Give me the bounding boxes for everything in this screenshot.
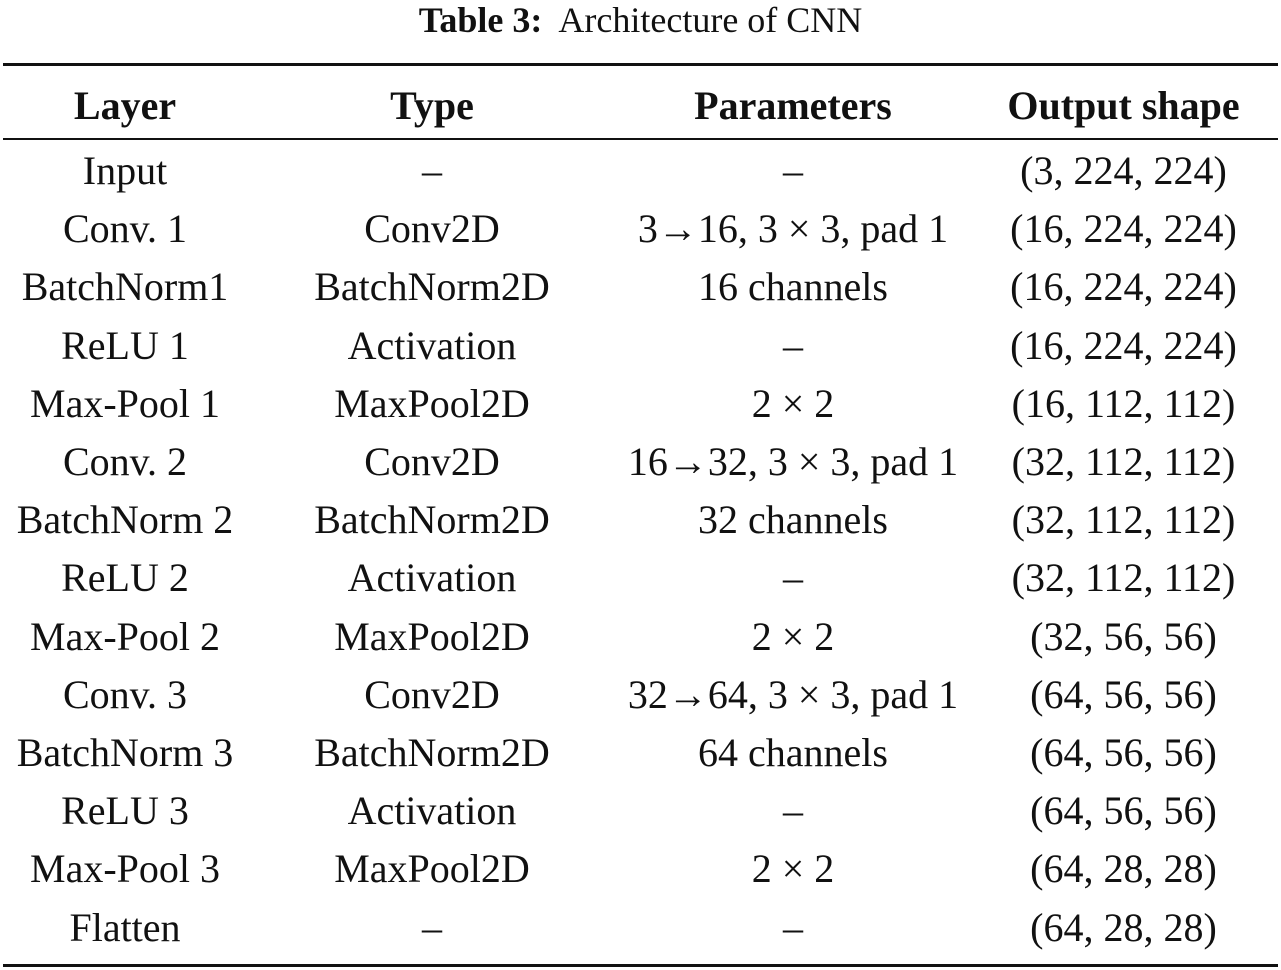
cell-output-shape: (16, 112, 112): [1011, 380, 1236, 426]
cell-parameters: –: [783, 904, 803, 950]
cell-output-shape: (16, 224, 224): [1010, 264, 1237, 310]
column-header-layer: Layer: [73, 82, 177, 128]
cell-output-shape: (32, 112, 112): [1011, 439, 1236, 485]
cell-type: –: [422, 904, 442, 950]
cell-type: BatchNorm2D: [314, 497, 550, 543]
cell-type: BatchNorm2D: [314, 729, 550, 775]
cell-layer: ReLU 2: [61, 555, 189, 601]
table-row: Max-Pool 3 MaxPool2D 2 × 2 (64, 28, 28): [3, 840, 1278, 898]
cell-output-shape: (64, 28, 28): [1030, 846, 1217, 892]
cell-output-shape: (64, 28, 28): [1030, 904, 1217, 950]
table-caption-text: Architecture of CNN: [558, 0, 863, 40]
cell-layer: Max-Pool 2: [30, 613, 220, 659]
cell-layer: ReLU 1: [61, 322, 189, 368]
table-body: Input – – (3, 224, 224) Conv. 1 Conv2D 3→16, 3…: [3, 140, 1278, 957]
table-row: BatchNorm1 BatchNorm2D 16 channels (16, 224…: [3, 258, 1278, 316]
cell-layer: Max-Pool 3: [30, 846, 220, 892]
cell-parameters: 2 × 2: [751, 380, 835, 426]
table-row: BatchNorm 2 BatchNorm2D 32 channels (32, 11…: [3, 491, 1278, 549]
cell-parameters: 3→16, 3 × 3, pad 1: [637, 206, 949, 252]
cell-output-shape: (64, 56, 56): [1030, 788, 1217, 834]
cell-output-shape: (32, 112, 112): [1011, 497, 1236, 543]
table-row: Input – – (3, 224, 224): [3, 140, 1278, 200]
cell-layer: Input: [82, 148, 168, 194]
cell-parameters: –: [783, 148, 803, 194]
table-row: Max-Pool 1 MaxPool2D 2 × 2 (16, 112, 112): [3, 375, 1278, 433]
cell-type: Conv2D: [364, 206, 500, 252]
cell-type: –: [422, 148, 442, 194]
table-top-rule: [3, 63, 1278, 66]
cell-layer: BatchNorm1: [21, 264, 229, 310]
table-caption: Table 3: Architecture of CNN: [0, 0, 1281, 40]
table-row: BatchNorm 3 BatchNorm2D 64 channels (64, 56…: [3, 724, 1278, 782]
cell-layer: Conv. 1: [62, 206, 188, 252]
cell-type: Activation: [347, 322, 517, 368]
cell-parameters: 2 × 2: [751, 846, 835, 892]
cell-layer: BatchNorm 2: [16, 497, 234, 543]
cell-layer: Flatten: [69, 904, 181, 950]
cell-type: Activation: [347, 555, 517, 601]
cell-layer: Max-Pool 1: [30, 380, 220, 426]
cell-parameters: 16 channels: [698, 264, 888, 310]
cell-parameters: 32 channels: [698, 497, 888, 543]
table-caption-label: Table 3:: [418, 0, 543, 40]
cell-parameters: 32→64, 3 × 3, pad 1: [627, 671, 959, 717]
cell-type: MaxPool2D: [334, 613, 530, 659]
cell-type: Activation: [347, 788, 517, 834]
cell-output-shape: (16, 224, 224): [1010, 206, 1237, 252]
table-row: Conv. 1 Conv2D 3→16, 3 × 3, pad 1 (16, 224,…: [3, 200, 1278, 258]
cell-output-shape: (32, 56, 56): [1030, 613, 1217, 659]
cell-output-shape: (16, 224, 224): [1010, 322, 1237, 368]
cell-parameters: –: [783, 322, 803, 368]
table-row: Conv. 2 Conv2D 16→32, 3 × 3, pad 1 (32, 112…: [3, 433, 1278, 491]
table-header-row: Layer Type Parameters Output shape: [3, 70, 1278, 140]
cell-layer: BatchNorm 3: [16, 729, 234, 775]
cell-layer: Conv. 3: [62, 671, 188, 717]
table-row: ReLU 1 Activation – (16, 224, 224): [3, 317, 1278, 375]
column-header-parameters: Parameters: [694, 82, 892, 128]
cell-parameters: 64 channels: [698, 729, 888, 775]
column-header-output-shape: Output shape: [1007, 82, 1240, 128]
cell-output-shape: (32, 112, 112): [1011, 555, 1236, 601]
cell-type: MaxPool2D: [334, 380, 530, 426]
table-header-rule: [3, 138, 1278, 140]
cell-parameters: –: [783, 788, 803, 834]
table-row: Conv. 3 Conv2D 32→64, 3 × 3, pad 1 (64, 56,…: [3, 666, 1278, 724]
cell-layer: ReLU 3: [61, 788, 189, 834]
table-row: ReLU 2 Activation – (32, 112, 112): [3, 549, 1278, 607]
cell-output-shape: (64, 56, 56): [1030, 729, 1217, 775]
table-row: Max-Pool 2 MaxPool2D 2 × 2 (32, 56, 56): [3, 608, 1278, 666]
cell-type: MaxPool2D: [334, 846, 530, 892]
cell-parameters: 2 × 2: [751, 613, 835, 659]
cell-output-shape: (64, 56, 56): [1030, 671, 1217, 717]
column-header-type: Type: [390, 82, 474, 128]
cell-parameters: –: [783, 555, 803, 601]
cell-layer: Conv. 2: [62, 439, 188, 485]
cell-type: BatchNorm2D: [314, 264, 550, 310]
cnn-architecture-table: Layer Type Parameters Output shape Input…: [3, 70, 1278, 957]
table-row: ReLU 3 Activation – (64, 56, 56): [3, 782, 1278, 840]
table-row: Flatten – – (64, 28, 28): [3, 898, 1278, 956]
cell-output-shape: (3, 224, 224): [1020, 148, 1227, 194]
cell-type: Conv2D: [364, 671, 500, 717]
cell-type: Conv2D: [364, 439, 500, 485]
table-bottom-rule: [3, 964, 1278, 967]
cell-parameters: 16→32, 3 × 3, pad 1: [627, 439, 959, 485]
